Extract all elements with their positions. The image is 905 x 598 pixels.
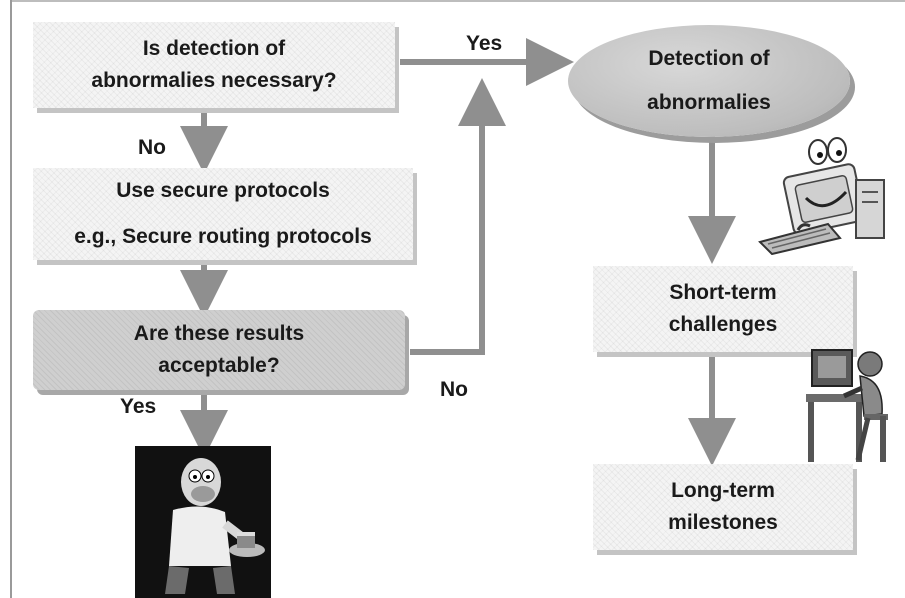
short-term-line-2: challenges [668,313,778,336]
detection-line-2: abnormalies [647,91,771,114]
edge-label-yes-top: Yes [466,32,503,55]
detection-ellipse: Detection of abnormalies [568,25,850,137]
detection-question-line-1: Is detection of [142,37,286,60]
short-term-line-1: Short-term [669,281,777,304]
results-question-line-1: Are these results [133,322,305,345]
long-term-box: Long-term milestones [593,464,853,550]
long-term-line-1: Long-term [671,479,775,502]
secure-protocols-box: Use secure protocols e.g., Secure routin… [33,168,413,260]
homer-with-cake-icon [135,446,271,598]
results-question-line-2: acceptable? [158,354,280,377]
edge-label-yes-bottom: Yes [120,395,157,418]
results-question-box: Are these results acceptable? [33,310,405,390]
secure-protocols-line-2: e.g., Secure routing protocols [74,225,372,248]
short-term-box: Short-term challenges [593,266,853,352]
long-term-line-2: milestones [668,511,778,534]
person-at-computer-icon [806,349,888,462]
secure-protocols-line-1: Use secure protocols [116,179,330,202]
detection-line-1: Detection of [648,47,770,70]
frame-top-border [10,0,905,2]
computer-character-icon [758,137,885,255]
arrow-results-to-detection [410,78,506,355]
edge-label-no-left: No [138,136,166,159]
frame-left-border [10,0,12,598]
edge-label-no-right: No [440,378,468,401]
detection-question-box: Is detection of abnormalies necessary? [33,22,395,108]
detection-question-line-2: abnormalies necessary? [91,69,337,92]
